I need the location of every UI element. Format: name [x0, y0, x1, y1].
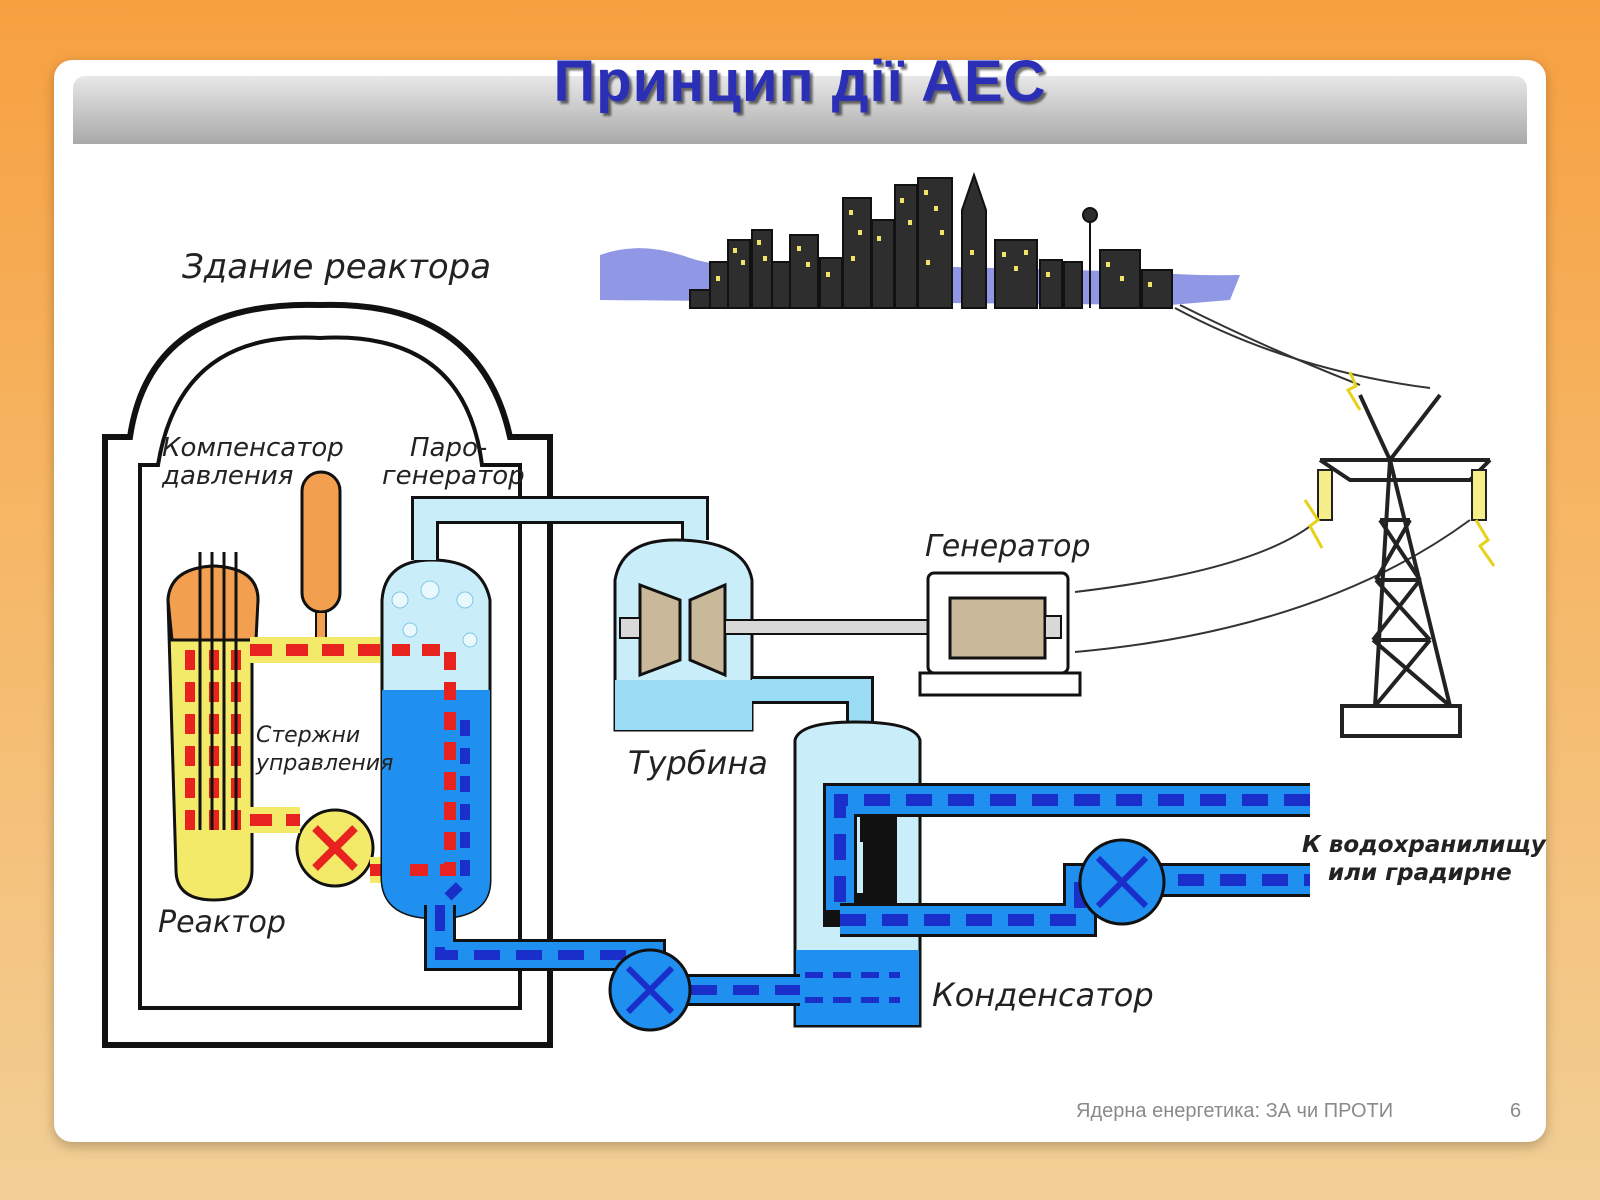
feedwater-pipe — [424, 905, 800, 1032]
label-control-rods-1: Стержни — [256, 723, 360, 748]
slide-footer: Ядерна енергетика: ЗА чи ПРОТИ — [1076, 1100, 1394, 1122]
label-turbine: Турбина — [628, 744, 768, 782]
title-bar — [73, 76, 1527, 144]
reactor-building — [102, 301, 553, 1048]
reactor-vessel — [166, 552, 260, 902]
generator — [724, 571, 1082, 697]
label-reservoir-1: К водохранилищу — [1302, 832, 1547, 858]
label-reservoir-2: или градирне — [1328, 860, 1512, 886]
transmission-tower — [1303, 371, 1496, 738]
label-condenser: Конденсатор — [932, 976, 1154, 1014]
cooling-loop — [823, 783, 1310, 937]
label-reactor-building: Здание реактора — [182, 247, 491, 287]
slide-page-number: 6 — [1510, 1100, 1522, 1122]
condenser — [793, 720, 922, 1028]
label-generator: Генератор — [925, 529, 1091, 564]
reactor-pump — [295, 808, 375, 888]
pressurizer — [300, 470, 342, 641]
label-steam-generator-1: Паро- — [410, 433, 487, 463]
slide-title: Принцип дії АЕС — [553, 49, 1047, 114]
steam-pipe — [411, 496, 709, 560]
steam-generator — [380, 558, 492, 920]
label-reactor: Реактор — [158, 905, 286, 940]
label-control-rods-2: управления — [255, 751, 393, 776]
label-pressurizer-2: давления — [161, 461, 293, 491]
power-lines — [1074, 304, 1471, 653]
label-pressurizer-1: Компенсатор — [162, 433, 344, 463]
city-skyline — [600, 171, 1240, 309]
label-steam-generator-2: генератор — [382, 461, 525, 491]
turbine — [613, 538, 754, 732]
